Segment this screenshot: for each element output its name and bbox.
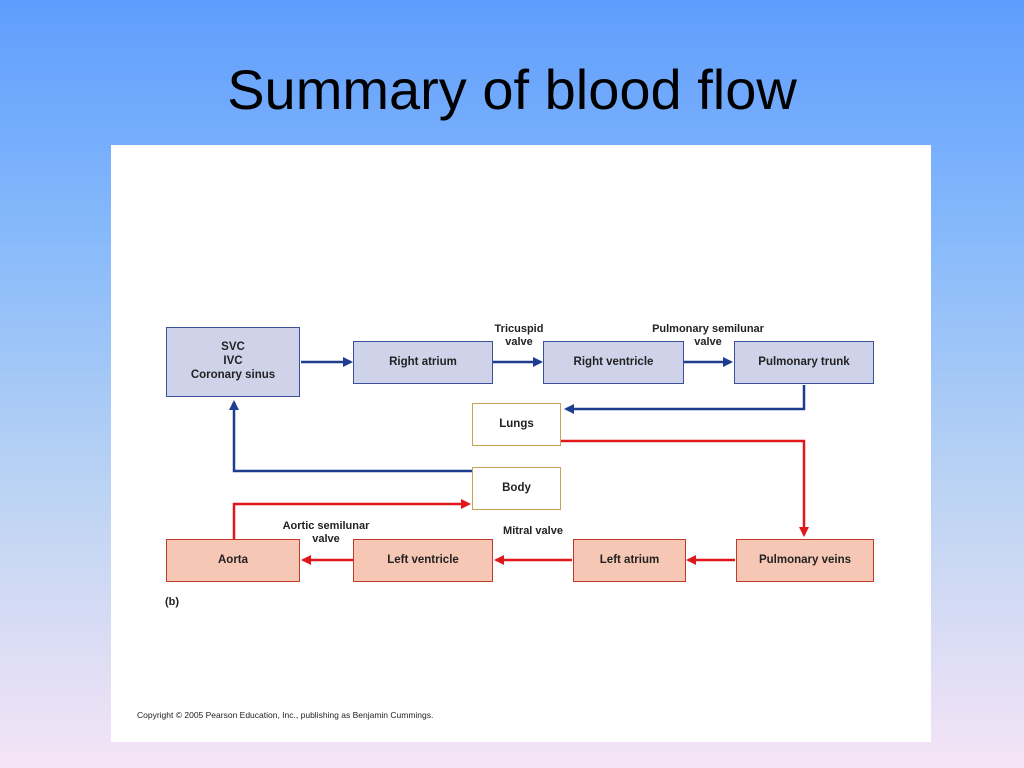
diagram-panel: SVC IVC Coronary sinus Right atrium Righ… (111, 145, 931, 742)
label-pulmonary-semilunar-line1: Pulmonary semilunar (652, 323, 764, 335)
node-left-atrium: Left atrium (573, 539, 686, 582)
node-pulmonary-veins: Pulmonary veins (736, 539, 874, 582)
copyright-notice: Copyright © 2005 Pearson Education, Inc.… (137, 710, 434, 720)
node-body: Body (472, 467, 561, 510)
node-svc-ivc-coronary-sinus: SVC IVC Coronary sinus (166, 327, 300, 397)
arrow-pulmonary-trunk-to-lungs (564, 385, 806, 414)
label-aortic-semilunar-line2: valve (312, 533, 340, 546)
flow-arrows (229, 357, 809, 565)
label-tricuspid-line1: Tricuspid (494, 323, 544, 335)
label-aortic-semilunar-valve: Aortic semilunar valve (266, 520, 386, 546)
label-pulmonary-semilunar-line2: valve (694, 336, 722, 349)
arrow-lungs-to-pulmonary-veins (561, 439, 809, 537)
node-right-atrium: Right atrium (353, 341, 493, 384)
node-lungs: Lungs (472, 403, 561, 446)
arrow-body-to-svc (229, 400, 473, 473)
label-mitral-valve: Mitral valve (503, 525, 563, 537)
arrow-aorta-to-body (232, 499, 471, 539)
node-right-ventricle: Right ventricle (543, 341, 684, 384)
label-aortic-semilunar-line1: Aortic semilunar (282, 520, 370, 532)
node-left-ventricle: Left ventricle (353, 539, 493, 582)
label-tricuspid-line2: valve (505, 336, 533, 349)
label-pulmonary-semilunar-valve: Pulmonary semilunar valve (637, 323, 779, 349)
label-tricuspid-valve: Tricuspid valve (479, 323, 559, 349)
node-aorta: Aorta (166, 539, 300, 582)
figure-tag: (b) (165, 596, 180, 608)
node-ivc-label: IVC (223, 355, 243, 368)
slide-title: Summary of blood flow (227, 58, 797, 121)
node-coronary-sinus-label: Coronary sinus (190, 368, 276, 381)
node-svc-label: SVC (221, 341, 245, 354)
node-pulmonary-trunk: Pulmonary trunk (734, 341, 874, 384)
